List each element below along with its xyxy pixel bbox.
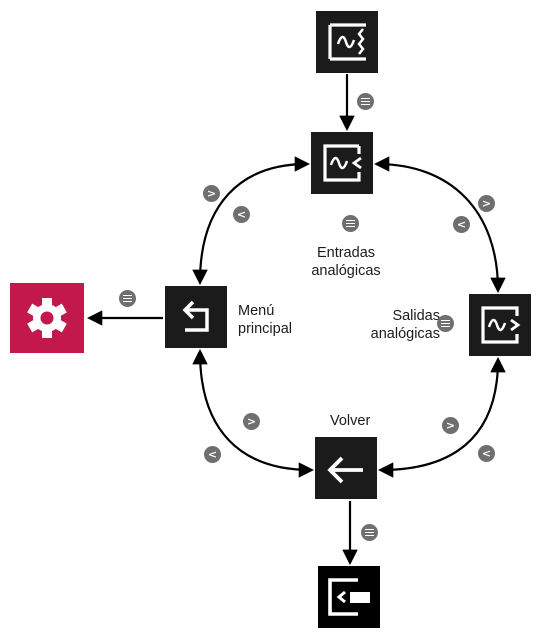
next-button: > — [478, 195, 495, 212]
salidas-label: Salidas analógicas — [356, 307, 440, 343]
left-arrow-icon — [327, 456, 363, 484]
menu-label-line2: principal — [238, 321, 292, 337]
prev-button: < — [478, 445, 495, 462]
volver-tile[interactable] — [315, 437, 377, 499]
edge-salidas-volver — [377, 356, 506, 478]
prev-button: < — [233, 206, 250, 223]
next-button: > — [243, 413, 260, 430]
analog-output-icon — [481, 306, 521, 344]
entradas-label: Entradas analógicas — [306, 244, 386, 280]
edge-entradas-menu — [192, 156, 311, 286]
prev-button: < — [204, 446, 221, 463]
menu-button-icon — [361, 524, 378, 541]
menu-label: Menú principal — [238, 302, 292, 338]
menu-button-icon — [342, 215, 359, 232]
menu-button-icon — [437, 315, 454, 332]
analog-signal-tile-icon — [328, 23, 366, 61]
next-button: > — [442, 417, 459, 434]
menu-button-icon — [119, 290, 136, 307]
analog-signal-tile[interactable] — [316, 11, 378, 73]
salidas-analogicas-tile[interactable] — [469, 294, 531, 356]
salidas-label-line1: Salidas — [392, 308, 440, 324]
entradas-analogicas-tile[interactable] — [311, 132, 373, 194]
entradas-label-line1: Entradas — [316, 245, 376, 261]
gear-icon — [27, 298, 67, 338]
menu-label-line1: Menú — [238, 303, 275, 319]
exit-screen-icon — [328, 578, 370, 616]
entradas-label-line2: analógicas — [311, 263, 381, 279]
edge-entradas-salidas — [373, 156, 506, 294]
menu-principal-tile[interactable] — [165, 286, 227, 348]
return-arrow-icon — [182, 300, 209, 332]
analog-input-icon — [323, 144, 362, 182]
prev-button: < — [453, 216, 470, 233]
next-button: > — [203, 185, 220, 202]
settings-tile[interactable] — [10, 283, 84, 353]
edge-menu-volver — [192, 348, 315, 478]
menu-button-icon — [357, 93, 374, 110]
salidas-label-line2: analógicas — [370, 326, 440, 342]
exit-tile[interactable] — [318, 566, 380, 628]
volver-label: Volver — [330, 413, 371, 429]
